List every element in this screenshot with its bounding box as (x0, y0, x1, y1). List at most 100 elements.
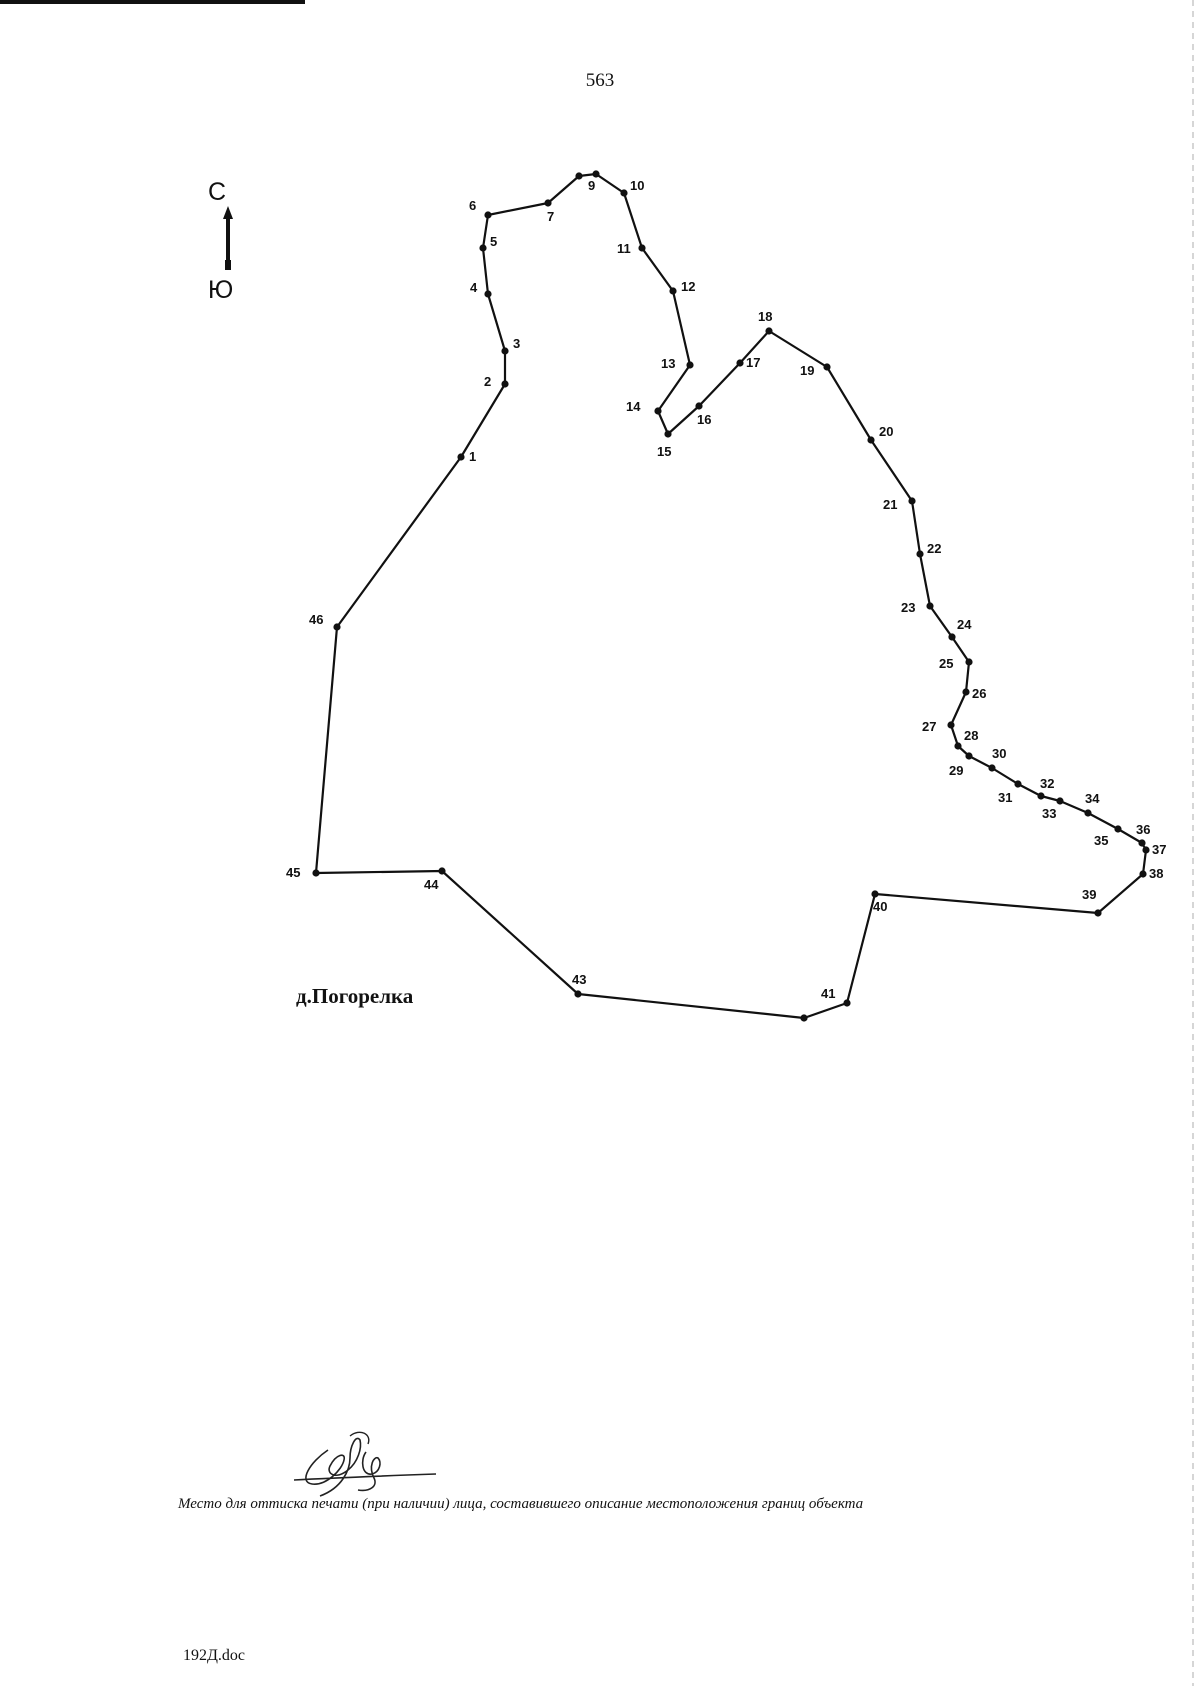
point-label-6: 6 (469, 198, 476, 213)
boundary-point-44 (438, 867, 446, 875)
point-label-38: 38 (1149, 866, 1163, 881)
boundary-point-41 (843, 999, 851, 1007)
point-label-40: 40 (873, 899, 887, 914)
boundary-point-37 (1142, 846, 1150, 854)
boundary-point-13 (686, 361, 694, 369)
compass-north-label: С (208, 178, 227, 206)
point-label-26: 26 (972, 686, 986, 701)
boundary-point-25 (965, 658, 973, 666)
boundary-point-22 (916, 550, 924, 558)
compass-south-label: Ю (208, 276, 234, 304)
point-label-17: 17 (746, 355, 760, 370)
boundary-point-12 (669, 287, 677, 295)
boundary-point-28 (954, 742, 962, 750)
point-label-22: 22 (927, 541, 941, 556)
point-label-30: 30 (992, 746, 1006, 761)
scan-edge-noise (1192, 0, 1194, 1686)
point-label-2: 2 (484, 374, 491, 389)
boundary-point-34 (1084, 809, 1092, 817)
boundary-point-9 (592, 170, 600, 178)
point-label-18: 18 (758, 309, 772, 324)
boundary-point-24 (948, 633, 956, 641)
boundary-point-2 (501, 380, 509, 388)
point-label-39: 39 (1082, 887, 1096, 902)
boundary-point-30 (988, 764, 996, 772)
point-label-32: 32 (1040, 776, 1054, 791)
point-label-43: 43 (572, 972, 586, 987)
scan-top-bar (0, 0, 305, 4)
boundary-point-35 (1114, 825, 1122, 833)
boundary-point-1 (457, 453, 465, 461)
point-label-1: 1 (469, 449, 476, 464)
point-label-21: 21 (883, 497, 897, 512)
village-label: д.Погорелка (296, 984, 414, 1008)
boundary-point-31 (1014, 780, 1022, 788)
point-label-15: 15 (657, 444, 671, 459)
point-label-24: 24 (957, 617, 972, 632)
boundary-point-46 (333, 623, 341, 631)
boundary-point-14 (654, 407, 662, 415)
point-label-29: 29 (949, 763, 963, 778)
point-label-11: 11 (617, 241, 631, 256)
point-label-37: 37 (1152, 842, 1166, 857)
point-label-16: 16 (697, 412, 711, 427)
point-label-20: 20 (879, 424, 893, 439)
point-label-14: 14 (626, 399, 641, 414)
boundary-point-11 (638, 244, 646, 252)
point-label-34: 34 (1085, 791, 1100, 806)
point-label-23: 23 (901, 600, 915, 615)
point-label-10: 10 (630, 178, 644, 193)
boundary-point-7 (544, 199, 552, 207)
point-label-19: 19 (800, 363, 814, 378)
boundary-point-38 (1139, 870, 1147, 878)
point-label-36: 36 (1136, 822, 1150, 837)
point-label-46: 46 (309, 612, 323, 627)
boundary-point-8 (575, 172, 583, 180)
point-label-45: 45 (286, 865, 300, 880)
boundary-point-23 (926, 602, 934, 610)
point-label-4: 4 (470, 280, 478, 295)
document-filename: 192Д.doc (183, 1647, 246, 1664)
point-label-28: 28 (964, 728, 978, 743)
boundary-point-40 (871, 890, 879, 898)
point-label-27: 27 (922, 719, 936, 734)
point-label-31: 31 (998, 790, 1012, 805)
boundary-point-6 (484, 211, 492, 219)
boundary-point-32 (1037, 792, 1045, 800)
boundary-point-29 (965, 752, 973, 760)
boundary-point-33 (1056, 797, 1064, 805)
boundary-point-4 (484, 290, 492, 298)
boundary-point-19 (823, 363, 831, 371)
boundary-point-27 (947, 721, 955, 729)
point-label-25: 25 (939, 656, 953, 671)
boundary-point-10 (620, 189, 628, 197)
compass-arrow-icon (223, 206, 233, 270)
point-label-13: 13 (661, 356, 675, 371)
point-label-9: 9 (588, 178, 595, 193)
stamp-place-caption: Место для оттиска печати (при наличии) л… (178, 1496, 864, 1512)
boundary-point-26 (962, 688, 970, 696)
boundary-point-15 (664, 430, 672, 438)
boundary-point-45 (312, 869, 320, 877)
point-label-5: 5 (490, 234, 497, 249)
boundary-polygon (314, 172, 1148, 1020)
point-label-44: 44 (424, 877, 439, 892)
boundary-point-42 (800, 1014, 808, 1022)
point-label-35: 35 (1094, 833, 1108, 848)
boundary-point-3 (501, 347, 509, 355)
point-label-12: 12 (681, 279, 695, 294)
boundary-point-20 (867, 436, 875, 444)
point-label-41: 41 (821, 986, 835, 1001)
boundary-point-18 (765, 327, 773, 335)
boundary-point-17 (736, 359, 744, 367)
signature-icon (293, 1431, 437, 1497)
boundary-point-21 (908, 497, 916, 505)
boundary-point-5 (479, 244, 487, 252)
page-number: 563 (585, 70, 615, 91)
boundary-point-16 (695, 402, 703, 410)
point-label-7: 7 (547, 209, 554, 224)
boundary-point-39 (1094, 909, 1102, 917)
boundary-point-36 (1138, 839, 1146, 847)
